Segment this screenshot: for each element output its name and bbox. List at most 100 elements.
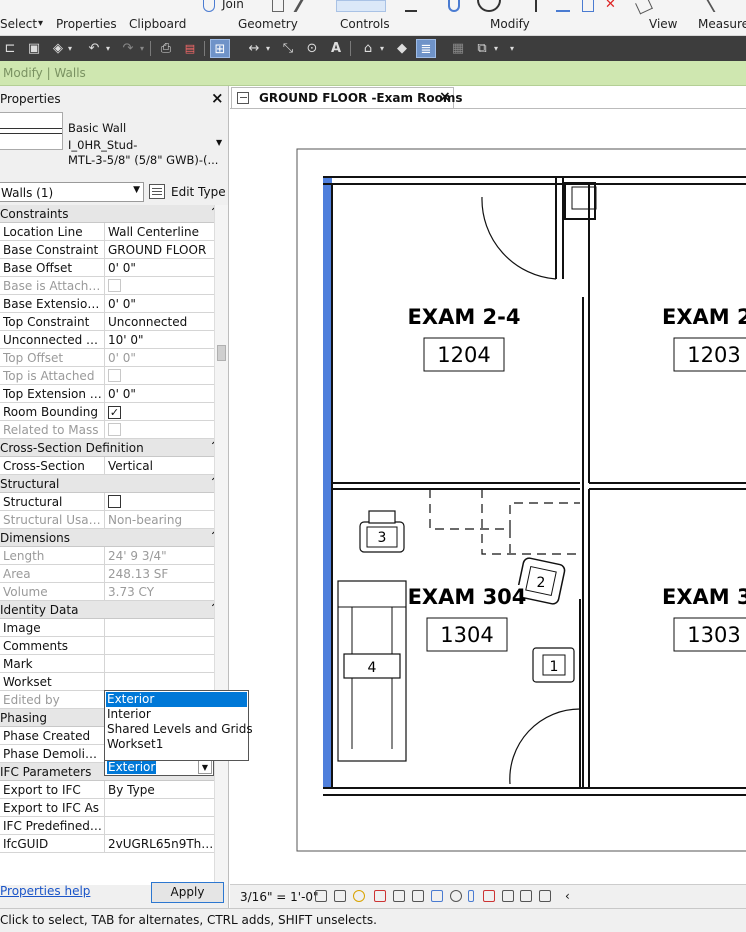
tag-icon[interactable]: ⊙ (306, 41, 318, 56)
crop-region[interactable] (296, 148, 746, 852)
undo-icon[interactable]: ↶ (88, 41, 100, 56)
3d-view-icon[interactable]: ⌂ (363, 41, 373, 56)
ribbon-group-properties[interactable]: Properties (56, 17, 117, 31)
join-label[interactable]: Join (222, 0, 244, 11)
measure-icon[interactable] (696, 0, 716, 12)
group-identity-data[interactable]: Identity Data⌃ (0, 601, 218, 619)
show-crop-region-icon[interactable] (412, 890, 424, 902)
prop-row-top-is-attached[interactable]: Top is Attached (0, 367, 214, 385)
room-tag-1203[interactable]: EXAM 2 1203 (662, 305, 746, 372)
prop-row-structural[interactable]: Structural (0, 493, 214, 511)
sync-dropdown-icon[interactable]: ▾ (67, 44, 72, 53)
aligned-dimension-icon[interactable]: ↔ (248, 41, 260, 56)
view-icon[interactable] (635, 0, 653, 15)
floor-plan[interactable]: 3 2 1 4 EXAM 2-4 1204 EXAM 2 (230, 109, 746, 884)
delete-icon[interactable]: ✕ (605, 0, 616, 12)
workset-toggle-icon[interactable]: ⊞ (210, 39, 230, 58)
measure-qat-icon[interactable]: ⤡ (282, 41, 294, 56)
type-selector-chevron-down-icon[interactable]: ▼ (216, 138, 223, 147)
redo-dropdown-icon[interactable]: ▾ (139, 44, 144, 53)
workset-field[interactable]: Exterior ▼ (104, 758, 214, 776)
temporary-hide-icon[interactable] (450, 890, 462, 902)
prop-value[interactable]: 0' 0" (104, 385, 214, 402)
prop-value[interactable] (104, 619, 214, 636)
detail-level-icon[interactable] (315, 890, 327, 902)
highlight-displacement-icon[interactable] (539, 890, 551, 902)
view-tab[interactable]: GROUND FLOOR -Exam Rooms × (231, 87, 463, 108)
prop-value[interactable] (104, 655, 214, 672)
type-name-line1[interactable]: I_0HR_Stud- (68, 138, 138, 152)
prop-row-related-to-mass[interactable]: Related to Mass (0, 421, 214, 439)
sync-icon[interactable]: ◈ (53, 41, 63, 56)
checkbox-unchecked[interactable] (108, 495, 121, 508)
ribbon-group-modify[interactable]: Modify (490, 17, 530, 31)
scroll-left-icon[interactable]: ‹ (565, 889, 570, 903)
selected-wall[interactable] (323, 177, 332, 788)
drawing-canvas[interactable]: 3 2 1 4 EXAM 2-4 1204 EXAM 2 (230, 108, 746, 884)
split-icon[interactable] (556, 0, 570, 12)
room-tag-1304[interactable]: EXAM 304 1304 (408, 585, 527, 652)
workset-option-workset1[interactable]: Workset1 (107, 737, 164, 751)
customize-qat-icon[interactable]: ▾ (509, 44, 514, 53)
prop-value[interactable] (104, 673, 214, 690)
copy-icon[interactable] (272, 0, 284, 12)
type-family[interactable]: Basic Wall (68, 121, 127, 135)
text-icon[interactable]: A (330, 41, 342, 56)
prop-value[interactable]: ✓ (104, 403, 214, 420)
redo-icon[interactable]: ↷ (122, 41, 134, 56)
context-tab-label[interactable]: Modify | Walls (3, 66, 86, 80)
unlocked-3d-icon[interactable] (431, 890, 443, 902)
prop-value[interactable]: Vertical (104, 457, 214, 474)
group-structural[interactable]: Structural⌃ (0, 475, 218, 493)
rotate-icon[interactable] (448, 0, 460, 12)
close-icon[interactable]: × (211, 89, 224, 107)
move-icon[interactable] (405, 0, 417, 12)
ribbon-group-geometry[interactable]: Geometry (238, 17, 298, 31)
thin-lines-icon[interactable]: ≣ (416, 39, 436, 58)
3d-dropdown-icon[interactable]: ▾ (379, 44, 384, 53)
prop-row-comments[interactable]: Comments (0, 637, 214, 655)
open-icon[interactable]: ⊏ (4, 41, 16, 56)
array-icon[interactable] (582, 0, 594, 12)
prop-value[interactable] (104, 493, 214, 510)
prop-row-mark[interactable]: Mark (0, 655, 214, 673)
prop-value[interactable]: GROUND FLOOR (104, 241, 214, 258)
visual-style-icon[interactable] (334, 890, 346, 902)
prop-row-ifcguid[interactable]: IfcGUID2vUGRL65n9ThRV... (0, 835, 214, 853)
select-caret[interactable]: ▾ (38, 18, 44, 29)
section-icon[interactable]: ◆ (397, 41, 407, 56)
furniture-stool-1[interactable]: 1 (532, 647, 575, 683)
ribbon-group-measure[interactable]: Measure (698, 17, 746, 31)
prop-value[interactable] (104, 799, 214, 816)
prop-row-room-bounding[interactable]: Room Bounding✓ (0, 403, 214, 421)
room-tag-1303[interactable]: EXAM 3 1303 (662, 585, 746, 652)
prop-row-export-to-ifc-as[interactable]: Export to IFC As (0, 799, 214, 817)
prop-row-top-extension-di[interactable]: Top Extension Di...0' 0" (0, 385, 214, 403)
instance-filter-select[interactable]: Walls (1) ▼ (0, 182, 144, 202)
switch-windows-icon[interactable]: ⧉ (477, 41, 487, 56)
group-cross-section-definition[interactable]: Cross-Section Definition⌃ (0, 439, 218, 457)
prop-value[interactable]: Wall Centerline (104, 223, 214, 240)
print-icon[interactable]: ⎙ (160, 41, 172, 56)
offset-icon[interactable] (477, 0, 501, 12)
dimension-dropdown-icon[interactable]: ▾ (265, 44, 270, 53)
workset-option-shared-levels-and-grids[interactable]: Shared Levels and Grids (107, 722, 253, 736)
prop-row-unconnected-he[interactable]: Unconnected He...10' 0" (0, 331, 214, 349)
workset-option-exterior[interactable]: Exterior (106, 692, 247, 707)
ribbon-group-select[interactable]: Select (0, 17, 38, 31)
join-icon[interactable] (203, 0, 215, 12)
worksharing-display-icon[interactable] (483, 890, 495, 902)
modify-select-icon[interactable] (336, 0, 386, 12)
furniture-bin-2[interactable]: 2 (516, 557, 566, 605)
prop-value[interactable]: Unconnected (104, 313, 214, 330)
view-scale[interactable]: 3/16" = 1'-0" (240, 890, 319, 904)
furniture-chair-3[interactable]: 3 (359, 510, 405, 553)
pdf-icon[interactable]: ▤ (184, 42, 196, 55)
